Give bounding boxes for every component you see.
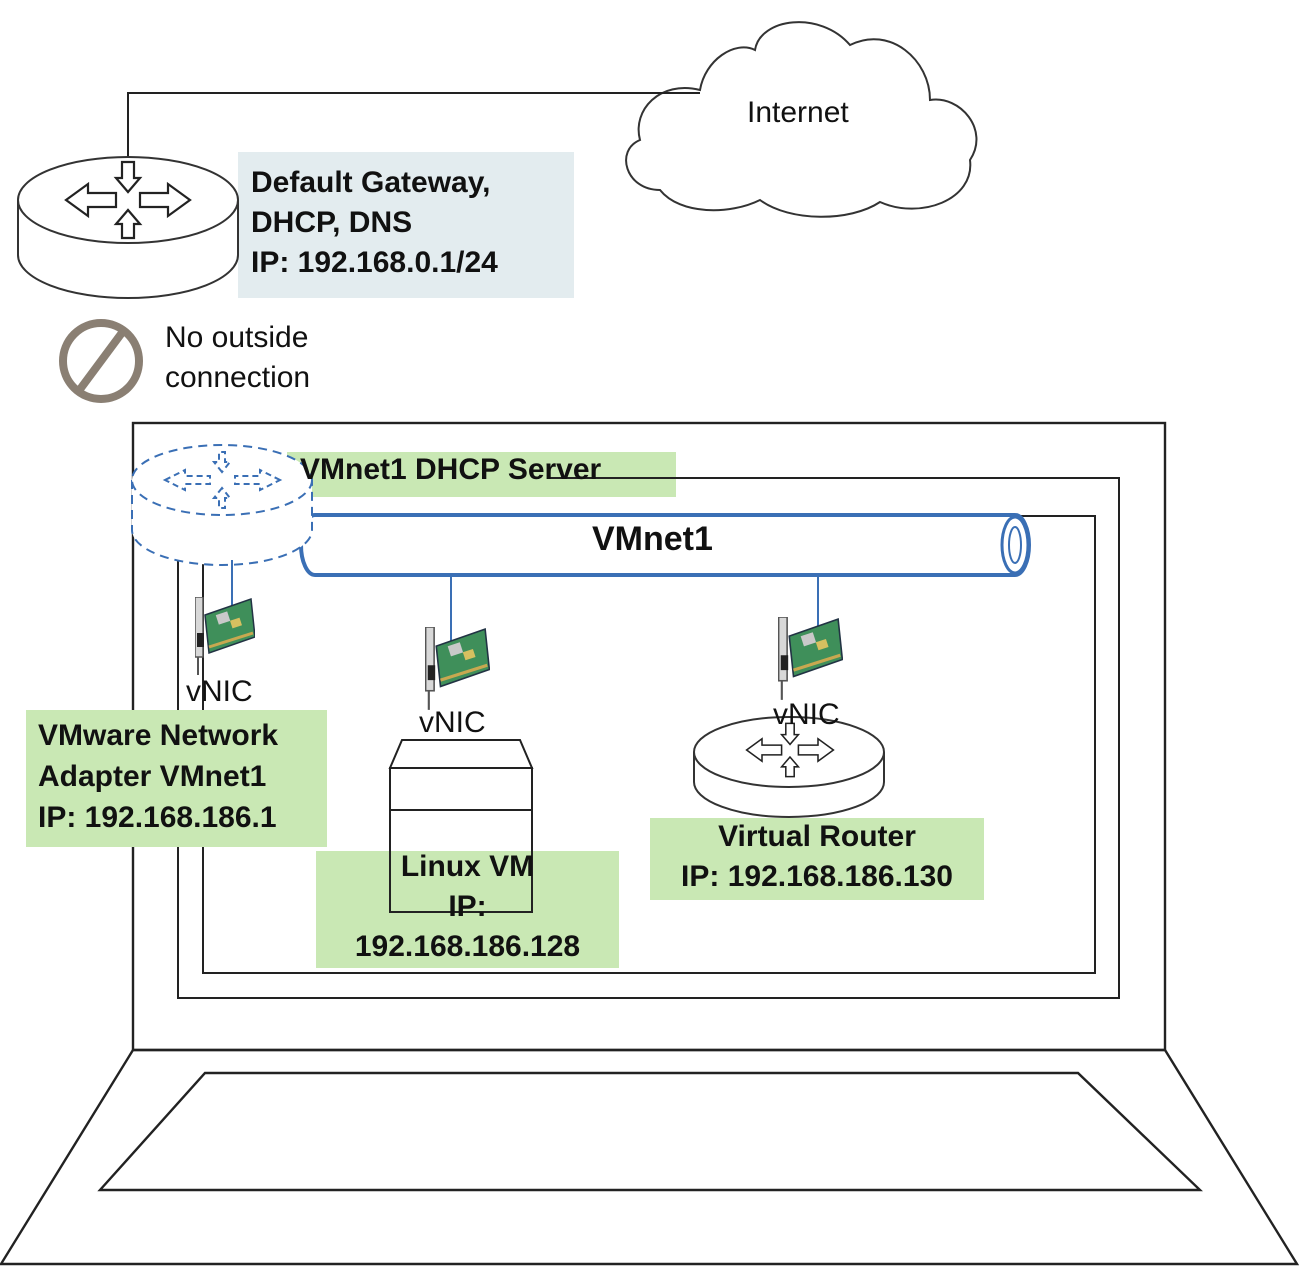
vnic-label-host: vNIC xyxy=(186,675,253,708)
virtual-router-label: Virtual Router IP: 192.168.186.130 xyxy=(650,817,984,897)
linux-vm-line2: IP: xyxy=(448,890,487,923)
linux-vm-line3: 192.168.186.128 xyxy=(354,930,581,963)
host-adapter-line3: IP: 192.168.186.1 xyxy=(38,801,277,834)
dhcp-router-icon xyxy=(131,444,313,566)
nic-card-icon-router xyxy=(778,617,843,702)
no-connection-line2: connection xyxy=(165,361,311,394)
vmnet1-pipe-icon xyxy=(299,513,1031,577)
dhcp-server-label: VMnet1 DHCP Server xyxy=(300,453,602,486)
host-adapter-line1: VMware Network xyxy=(38,719,279,752)
virtual-router-line1: Virtual Router xyxy=(718,820,916,853)
uplink-line xyxy=(127,92,700,185)
gateway-label-line1: Default Gateway, xyxy=(251,166,491,199)
no-entry-icon xyxy=(59,319,143,403)
vnic-label-linux: vNIC xyxy=(419,706,486,739)
no-connection-line1: No outside xyxy=(165,321,309,354)
gateway-label-line2: DHCP, DNS xyxy=(251,206,413,239)
linux-vm-icon xyxy=(388,739,534,913)
virtual-router-line2: IP: 192.168.186.130 xyxy=(681,860,953,893)
gateway-label: Default Gateway, DHCP, DNS IP: 192.168.0… xyxy=(251,163,498,283)
virtual-router-icon xyxy=(693,716,885,818)
linux-vm-label: Linux VM IP: 192.168.186.128 xyxy=(316,847,619,967)
internet-cloud-icon xyxy=(625,21,978,218)
linux-vm-line1: Linux VM xyxy=(400,850,535,883)
vmnet1-label: VMnet1 xyxy=(592,520,713,558)
host-adapter-line2: Adapter VMnet1 xyxy=(38,760,267,793)
no-connection-label: No outside connection xyxy=(165,318,310,398)
gateway-router-icon xyxy=(17,156,239,299)
host-adapter-label: VMware Network Adapter VMnet1 IP: 192.16… xyxy=(38,715,278,838)
vnic-label-router: vNIC xyxy=(773,698,840,731)
gateway-label-line3: IP: 192.168.0.1/24 xyxy=(251,246,498,279)
internet-label: Internet xyxy=(747,96,849,129)
nic-card-icon-linux xyxy=(425,627,490,712)
